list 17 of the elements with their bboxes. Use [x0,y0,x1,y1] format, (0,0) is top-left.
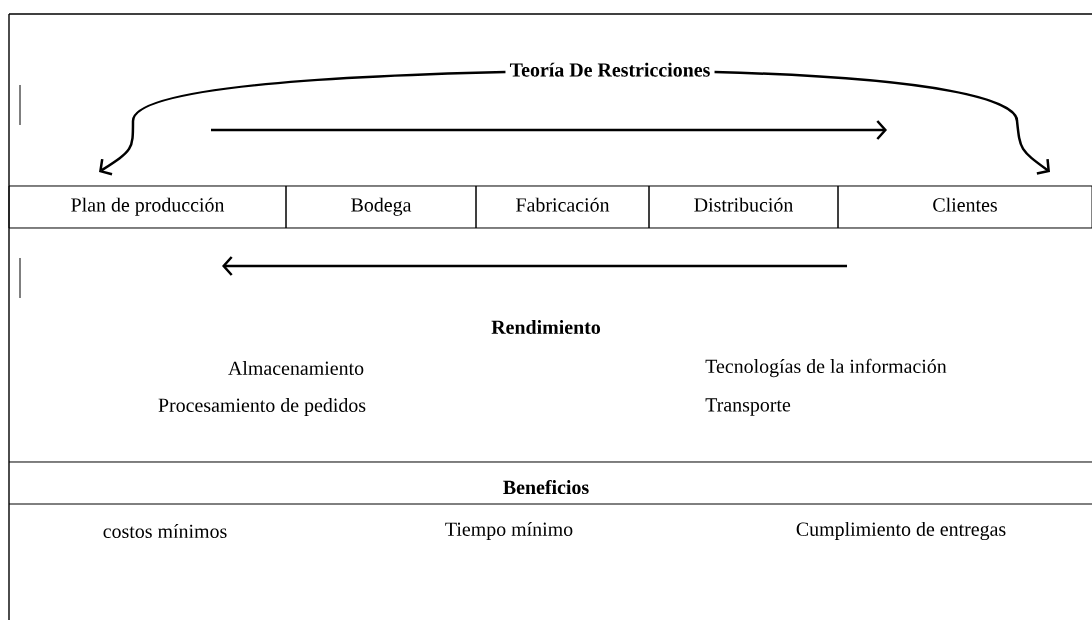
label-text: Almacenamiento [228,361,364,375]
label-text: Cumplimiento de entregas [796,521,1006,541]
table-cell: Plan de producción [8,185,287,229]
section-heading: Beneficios [503,479,589,495]
table-cell: Clientes [837,185,1092,229]
label-text: Transporte [705,398,791,416]
table-cell: Bodega [285,185,477,229]
title: Teoría De Restricciones [510,62,710,77]
label-text: Procesamiento de pedidos [158,397,366,416]
label-text: Tecnologías de la información [705,358,947,378]
label-text: Tiempo mínimo [445,521,573,541]
curved-arrow [99,70,506,176]
table-cell: Distribución [648,185,839,229]
curved-arrow [714,70,1050,175]
table-cell: Fabricación [475,185,650,229]
label-text: costos mínimos [103,523,227,538]
section-heading: Rendimiento [491,320,601,334]
